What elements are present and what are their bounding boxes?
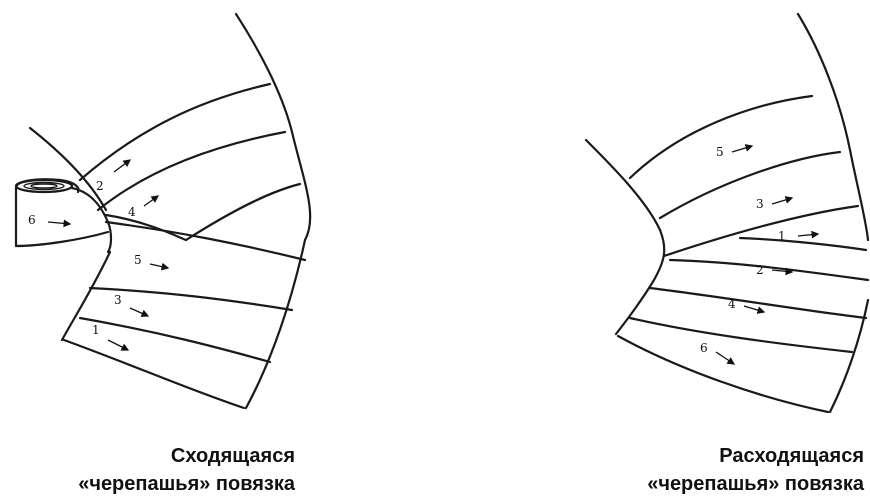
right-turn-1-upper-edge [740, 238, 866, 250]
left-turn-label-2: 2 [96, 179, 104, 193]
left-turn-4-upper-edge [186, 184, 300, 240]
diverging-caption-line2: «черепашья» повязка [647, 470, 864, 498]
converging-bandage-caption: Сходящаяся «черепашья» повязка [78, 442, 295, 498]
diverging-caption-line1: Расходящаяся [647, 442, 864, 470]
right-arrow-4-icon [744, 306, 764, 312]
converging-caption-line2: «черепашья» повязка [78, 470, 295, 498]
left-turn-label-3: 3 [114, 293, 122, 307]
right-turn-6-lower-edge [618, 336, 828, 412]
right-turn-3-lower-edge [664, 206, 858, 256]
right-turn-4-lower-edge [630, 318, 852, 352]
right-joint-curve-outline [616, 230, 664, 334]
left-joint-lower-outline [62, 252, 110, 340]
left-turn-label-5: 5 [134, 253, 142, 267]
converging-bandage-figure: 2 4 6 5 3 1 [16, 14, 310, 408]
right-joint-upper-outline [586, 140, 660, 230]
right-turn-label-5: 5 [716, 145, 724, 159]
right-arrow-1-icon [798, 234, 818, 236]
converging-caption-line1: Сходящаяся [78, 442, 295, 470]
left-limb-lower-outline [246, 240, 305, 408]
left-limb-upper-outline [236, 14, 310, 240]
left-turn-2-upper-edge [80, 84, 270, 180]
diverging-bandage-figure: 5 3 1 2 4 6 [586, 14, 868, 412]
right-arrow-3-icon [772, 198, 792, 204]
left-arrow-3-icon [130, 308, 148, 316]
left-arrow-4-icon [144, 196, 158, 206]
left-turn-label-6: 6 [28, 213, 36, 227]
left-turn-label-4: 4 [128, 205, 136, 219]
right-turn-label-3: 3 [756, 197, 764, 211]
right-turn-2-lower-edge [650, 288, 866, 318]
right-turn-5-lower-edge [660, 152, 840, 218]
right-turn-5-upper-edge [630, 96, 812, 178]
left-arrow-5-icon [150, 264, 168, 268]
diverging-bandage-caption: Расходящаяся «черепашья» повязка [647, 442, 864, 498]
left-turn-1-lower-edge [64, 340, 244, 408]
left-arrow-1-icon [108, 340, 128, 350]
right-turn-label-1: 1 [778, 229, 786, 243]
left-arrow-6-icon [48, 222, 70, 224]
left-turn-label-1: 1 [92, 323, 100, 337]
right-arrow-5-icon [732, 146, 752, 152]
right-turn-label-6: 6 [700, 341, 708, 355]
right-turn-2-upper-edge [670, 260, 868, 280]
left-arrow-2-icon [114, 160, 130, 172]
right-turn-label-2: 2 [756, 263, 764, 277]
right-turn-label-4: 4 [728, 297, 736, 311]
right-arrow-6-icon [716, 352, 734, 364]
